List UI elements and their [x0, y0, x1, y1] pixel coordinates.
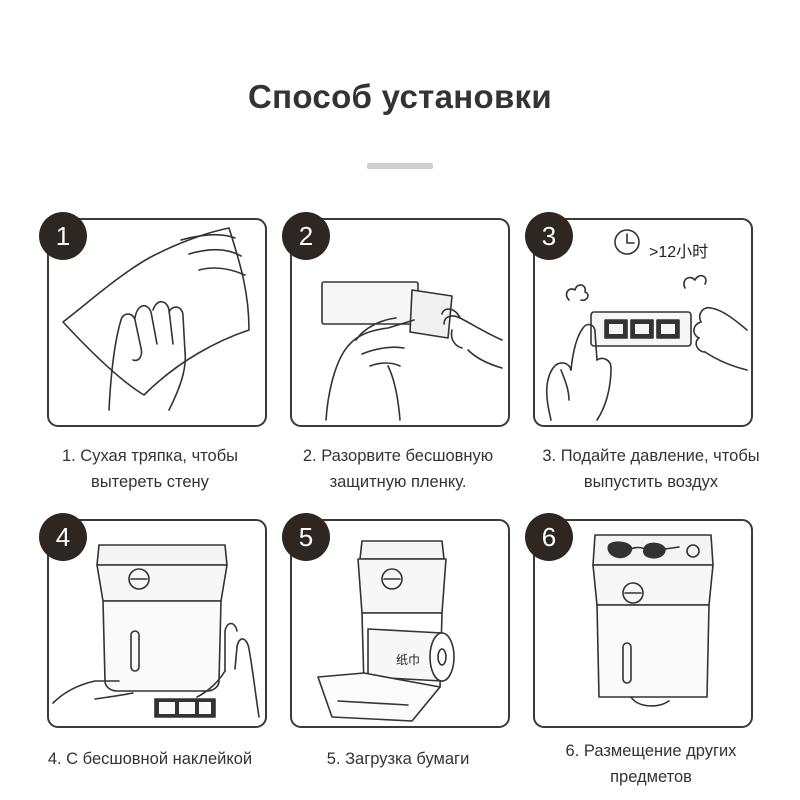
step-6-caption: 6. Размещение других предметов	[526, 738, 776, 790]
step-3-caption: 3. Подайте давление, чтобы выпустить воз…	[526, 443, 776, 495]
step-1-caption: 1. Сухая тряпка, чтобы вытереть стену	[25, 443, 275, 495]
hand-icon	[108, 300, 187, 411]
step-4-caption-line1: 4. С бесшовной наклейкой	[47, 750, 253, 768]
hand-icon	[52, 680, 134, 704]
step-3-panel: >12小时 3	[525, 212, 753, 427]
glasses-icon	[607, 541, 680, 559]
clock-icon	[614, 229, 640, 255]
step-5-panel: 纸巾 5	[282, 513, 510, 728]
step-3-caption-line1: 3. Подайте давление, чтобы	[542, 447, 760, 465]
step-1-badge: 1	[39, 212, 87, 260]
step-2-caption-line1: 2. Разорвите бесшовную	[302, 447, 494, 465]
hand-icon	[325, 317, 415, 421]
paper-roll-icon	[367, 628, 455, 682]
step-3-caption-line2: выпустить воздух	[583, 473, 719, 491]
step-4-caption: 4. С бесшовной наклейкой	[25, 746, 275, 772]
hand-icon	[545, 323, 612, 421]
step-4-panel: 4	[39, 513, 267, 728]
roll-label: 纸巾	[396, 653, 421, 667]
steam-icon	[565, 274, 707, 302]
step-5-caption-line1: 5. Загрузка бумаги	[326, 750, 470, 768]
page-title: Способ установки	[248, 78, 552, 115]
title-divider	[367, 163, 433, 169]
press-illustration	[545, 229, 748, 421]
step-2-caption-line2: защитную пленку.	[329, 473, 467, 491]
step-1-panel: 1	[39, 212, 267, 427]
hand-icon	[441, 308, 503, 369]
hand-icon	[693, 306, 748, 371]
paper-loading-illustration	[317, 540, 455, 722]
step-6-caption-line1: 6. Размещение других	[565, 742, 737, 760]
step-2-panel: 2	[282, 212, 510, 427]
cloth-icon	[62, 227, 250, 411]
step-6-panel: 6	[525, 513, 753, 728]
adhesive-strip-icon	[321, 281, 503, 421]
step-4-badge: 4	[39, 513, 87, 561]
step-5-badge: 5	[282, 513, 330, 561]
step-5-caption: 5. Загрузка бумаги	[273, 746, 523, 772]
tissue-box-icon	[52, 544, 260, 718]
step-1-caption-line1: 1. Сухая тряпка, чтобы	[61, 447, 239, 465]
hand-icon	[196, 622, 260, 718]
step-2-caption: 2. Разорвите бесшовную защитную пленку.	[273, 443, 523, 495]
timer-label: >12小时	[649, 244, 709, 261]
step-1-caption-line2: вытереть стену	[91, 473, 209, 491]
step-2-badge: 2	[282, 212, 330, 260]
step-6-badge: 6	[525, 513, 573, 561]
step-6-caption-line2: предметов	[610, 768, 692, 786]
step-3-badge: 3	[525, 212, 573, 260]
tissue-box-icon	[592, 534, 714, 707]
